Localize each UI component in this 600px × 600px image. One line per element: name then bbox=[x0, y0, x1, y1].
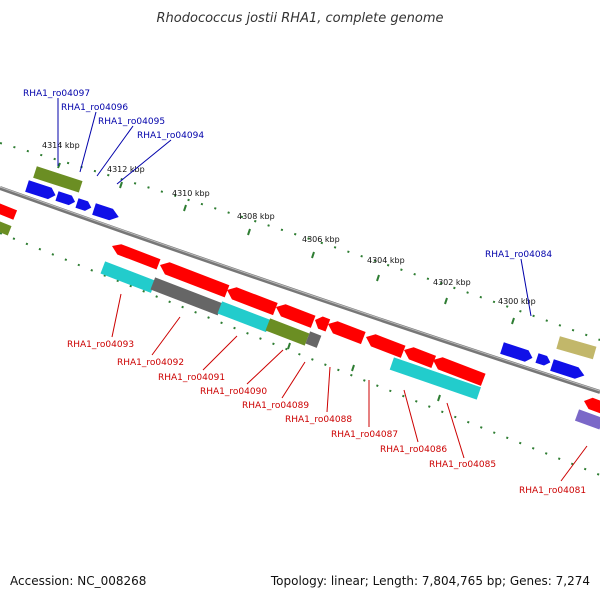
gene-feature bbox=[500, 342, 533, 362]
gene-feature bbox=[0, 200, 18, 220]
gene-feature bbox=[217, 301, 271, 333]
gene-feature bbox=[305, 331, 322, 348]
gene-label: RHA1_ro04086 bbox=[380, 445, 447, 455]
reverse-features bbox=[100, 244, 600, 430]
scale-label: 4306 kbp bbox=[302, 235, 340, 244]
gene-feature bbox=[404, 347, 437, 369]
gene-feature bbox=[574, 409, 600, 430]
scale-label: 4308 kbp bbox=[237, 212, 275, 221]
gene-label: RHA1_ro04093 bbox=[67, 340, 134, 350]
gene-feature bbox=[328, 321, 366, 345]
gene-label: RHA1_ro04097 bbox=[23, 89, 90, 99]
gene-feature bbox=[535, 353, 551, 366]
gene-label: RHA1_ro04096 bbox=[61, 103, 128, 113]
gene-label: RHA1_ro04087 bbox=[331, 430, 398, 440]
gene-feature bbox=[433, 357, 486, 386]
gene-feature bbox=[150, 277, 223, 316]
topology-text: Topology: linear; Length: 7,804,765 bp; … bbox=[270, 574, 590, 588]
scale-label: 4300 kbp bbox=[498, 297, 536, 306]
scale-labels: 4314 kbp 4312 kbp 4310 kbp 4308 kbp 4306… bbox=[42, 141, 536, 306]
gene-feature bbox=[550, 359, 585, 379]
gene-feature bbox=[265, 318, 310, 346]
callout-lines bbox=[57, 98, 588, 482]
scale-label: 4314 kbp bbox=[42, 141, 80, 150]
gene-label: RHA1_ro04092 bbox=[117, 358, 184, 368]
gene-feature bbox=[92, 203, 119, 221]
gene-label: RHA1_ro04091 bbox=[158, 373, 225, 383]
gene-feature bbox=[276, 304, 316, 328]
gene-label: RHA1_ro04085 bbox=[429, 460, 496, 470]
gene-feature bbox=[315, 316, 331, 332]
genome-backbone-highlight bbox=[0, 186, 600, 392]
gene-label: RHA1_ro04081 bbox=[519, 486, 586, 496]
gene-feature bbox=[112, 244, 161, 270]
gene-labels-top: RHA1_ro04097 RHA1_ro04096 RHA1_ro04095 R… bbox=[23, 89, 552, 260]
gene-feature bbox=[366, 334, 406, 358]
map-title: Rhodococcus jostii RHA1, complete genome bbox=[157, 11, 444, 26]
gene-feature bbox=[227, 287, 278, 316]
genome-backbone bbox=[0, 186, 600, 394]
gene-feature bbox=[55, 191, 76, 206]
forward-features bbox=[0, 166, 597, 379]
gene-feature bbox=[389, 357, 481, 400]
gene-label: RHA1_ro04089 bbox=[242, 401, 309, 411]
gene-feature bbox=[75, 198, 92, 211]
scale-label: 4302 kbp bbox=[433, 278, 471, 287]
gene-label: RHA1_ro04095 bbox=[98, 117, 165, 127]
gene-label: RHA1_ro04088 bbox=[285, 415, 352, 425]
scale-label: 4312 kbp bbox=[107, 165, 145, 174]
gene-feature bbox=[160, 262, 230, 298]
gene-feature bbox=[25, 180, 56, 200]
scale-label: 4304 kbp bbox=[367, 256, 405, 265]
gene-label: RHA1_ro04094 bbox=[137, 131, 204, 141]
gene-feature bbox=[584, 397, 600, 414]
gene-feature bbox=[0, 218, 12, 236]
gene-feature bbox=[33, 166, 83, 193]
lower-ruler bbox=[0, 232, 600, 476]
gene-feature bbox=[556, 336, 597, 360]
gene-label: RHA1_ro04084 bbox=[485, 250, 552, 260]
gene-feature bbox=[100, 261, 156, 293]
gene-label: RHA1_ro04090 bbox=[200, 387, 267, 397]
accession-text: Accession: NC_008268 bbox=[10, 574, 146, 588]
scale-label: 4310 kbp bbox=[172, 189, 210, 198]
scale-ticks bbox=[57, 162, 515, 402]
gene-labels-bottom: RHA1_ro04093 RHA1_ro04092 RHA1_ro04091 R… bbox=[67, 340, 586, 496]
